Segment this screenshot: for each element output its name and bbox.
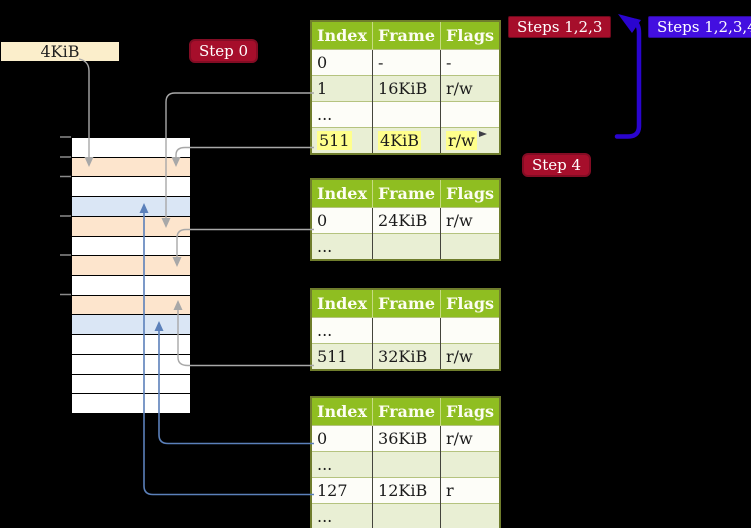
table-cell: 127	[311, 477, 373, 504]
table-cell	[372, 101, 441, 128]
table-row: ...	[311, 317, 501, 344]
table-cell: ...	[311, 233, 373, 260]
table-row: ...	[311, 101, 501, 128]
table-cell: 0	[311, 425, 373, 452]
table-cell: 24KiB	[372, 207, 441, 234]
table-row: 0--	[311, 49, 501, 76]
memory-row	[72, 354, 190, 375]
column-header: Frame	[372, 179, 441, 208]
table-cell: r/w	[440, 425, 501, 452]
memory-row	[72, 335, 190, 355]
highlighted-value: r/w	[446, 131, 477, 150]
memory-row	[72, 256, 190, 277]
table-cell: -	[372, 49, 441, 76]
column-header: Frame	[372, 289, 441, 318]
column-header: Flags	[440, 397, 501, 426]
table-cell: ...	[311, 317, 373, 344]
table-cell	[372, 233, 441, 260]
steps-1234-badge: Steps 1,2,3,4	[648, 16, 751, 38]
table-cell	[440, 317, 501, 344]
memory-row	[72, 138, 190, 158]
table-cell: ...	[311, 451, 373, 478]
column-header: Index	[311, 21, 373, 50]
connector-l3-entry511	[177, 309, 314, 367]
big-arrowhead-icon	[618, 14, 641, 33]
table-cell: ...	[311, 503, 373, 528]
frame-size-label: 4KiB	[1, 42, 119, 61]
memory-row	[72, 197, 190, 217]
memory-row	[72, 394, 190, 414]
table-row: ...	[311, 503, 501, 528]
memory-column	[71, 137, 191, 414]
table-cell: 1	[311, 75, 373, 102]
big-bracket-arrow	[614, 18, 642, 139]
column-header: Flags	[440, 179, 501, 208]
table-cell: -	[440, 49, 501, 76]
steps-123-badge: Steps 1,2,3	[508, 16, 612, 38]
table-cell	[440, 101, 501, 128]
table-cell: 0	[311, 207, 373, 234]
memory-tick-marks	[60, 136, 71, 296]
highlighted-value: 511	[317, 131, 352, 150]
table-cell: r/w	[440, 343, 501, 370]
table-cell: 4KiB	[372, 127, 441, 154]
table-cell: r/w	[440, 127, 501, 154]
table-cell: r/w	[440, 207, 501, 234]
table-cell	[372, 451, 441, 478]
table-row: ...	[311, 233, 501, 260]
column-header: Index	[311, 179, 373, 208]
table-row: 511 4KiB r/w	[311, 127, 501, 154]
table-cell: 12KiB	[372, 477, 441, 504]
column-header: Index	[311, 289, 373, 318]
column-header: Index	[311, 397, 373, 426]
table-cell: 0	[311, 49, 373, 76]
column-header: Frame	[372, 397, 441, 426]
connector-l2-entry0	[176, 228, 314, 258]
table-cell: 32KiB	[372, 343, 441, 370]
table-cell	[372, 503, 441, 528]
table-cell: r	[440, 477, 501, 504]
table-cell: ...	[311, 101, 373, 128]
memory-row	[72, 276, 190, 296]
step-4-badge: Step 4	[522, 153, 592, 177]
connector-l1-entry511	[175, 146, 314, 158]
table-cell: 511	[311, 127, 373, 154]
table-cell: r/w	[440, 75, 501, 102]
memory-row	[72, 157, 190, 178]
column-header: Frame	[372, 21, 441, 50]
highlighted-value: 4KiB	[378, 131, 422, 150]
table-cell: 511	[311, 343, 373, 370]
memory-row	[72, 295, 190, 316]
table-cell	[440, 233, 501, 260]
table-cell	[372, 317, 441, 344]
memory-row	[72, 216, 190, 237]
memory-row	[72, 374, 190, 395]
memory-row	[72, 315, 190, 336]
step-0-badge: Step 0	[189, 39, 259, 63]
table-cell: 16KiB	[372, 75, 441, 102]
table-cell	[440, 503, 501, 528]
memory-row	[72, 177, 190, 198]
table-row: ...	[311, 451, 501, 478]
column-header: Flags	[440, 289, 501, 318]
memory-row	[72, 236, 190, 257]
table-cell: 36KiB	[372, 425, 441, 452]
table-cell	[440, 451, 501, 478]
column-header: Flags	[440, 21, 501, 50]
